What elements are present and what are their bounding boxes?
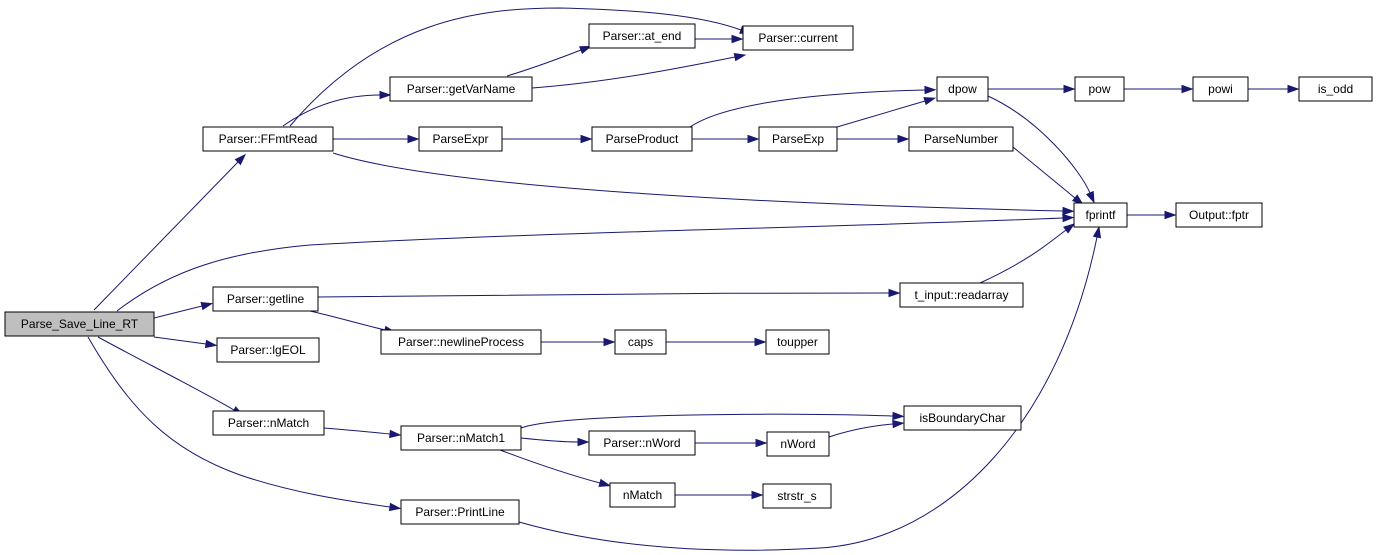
node-fprintf[interactable]: fprintf xyxy=(1073,202,1128,228)
node-is_odd[interactable]: is_odd xyxy=(1298,76,1373,102)
edge-parseexp-to-dpow xyxy=(836,97,937,128)
node-label: toupper xyxy=(777,335,818,349)
edge-getvarname-to-current xyxy=(531,52,747,89)
edge-parseexpr-to-parseproduct xyxy=(502,134,593,144)
node-lgeol[interactable]: Parser::lgEOL xyxy=(216,337,320,363)
node-label: Parser::newlineProcess xyxy=(398,335,524,349)
node-label: Parser::current xyxy=(758,31,838,45)
edge-parseexp-to-parsenumber xyxy=(837,134,910,144)
node-label: strstr_s xyxy=(777,489,816,503)
node-label: Parser::at_end xyxy=(603,29,682,43)
node-parseexpr[interactable]: ParseExpr xyxy=(418,126,503,152)
edge-nmatch1-to-isboundarychar xyxy=(520,411,905,429)
node-label: Parser::getline xyxy=(227,292,305,306)
node-label: ParseProduct xyxy=(606,132,679,146)
node-label: ParseNumber xyxy=(924,132,998,146)
edge-root-to-fprintf xyxy=(116,213,1075,312)
edge-root-to-getline xyxy=(153,302,214,319)
edge-at_end-to-current xyxy=(695,34,744,44)
node-label: Parser::nWord xyxy=(603,436,680,450)
node-at_end[interactable]: Parser::at_end xyxy=(588,23,696,49)
edge-nmatch1-to-nmatch xyxy=(499,449,612,487)
edge-nword_p-to-nword xyxy=(695,438,768,448)
node-dpow[interactable]: dpow xyxy=(936,76,989,102)
node-isboundarychar[interactable]: isBoundaryChar xyxy=(903,405,1022,431)
edge-ffmtread-to-parseexpr xyxy=(333,134,420,144)
edge-caps-to-toupper xyxy=(666,337,767,347)
node-printline[interactable]: Parser::PrintLine xyxy=(400,499,520,525)
node-nmatch1[interactable]: Parser::nMatch1 xyxy=(400,425,522,451)
node-pow[interactable]: pow xyxy=(1074,76,1125,102)
node-newlineprocess[interactable]: Parser::newlineProcess xyxy=(380,329,542,355)
edge-parseproduct-to-dpow xyxy=(689,85,937,128)
edge-root-to-lgeol xyxy=(153,336,218,349)
node-label: Parser::PrintLine xyxy=(415,505,505,519)
node-strstr_s[interactable]: strstr_s xyxy=(762,483,832,509)
node-parseproduct[interactable]: ParseProduct xyxy=(591,126,693,152)
node-nmatch[interactable]: nMatch xyxy=(609,482,676,508)
node-readarray[interactable]: t_input::readarray xyxy=(899,282,1024,308)
node-nword[interactable]: nWord xyxy=(766,431,830,457)
edge-nmatch1-to-nword_p xyxy=(520,437,590,447)
node-label: Parser::getVarName xyxy=(407,82,516,96)
node-ffmtread[interactable]: Parser::FFmtRead xyxy=(202,126,334,152)
edge-dpow-to-pow xyxy=(988,84,1076,94)
edge-root-to-ffmtread xyxy=(93,153,247,311)
edge-parsenumber-to-fprintf xyxy=(1012,146,1084,206)
edge-getvarname-to-at_end xyxy=(506,45,592,77)
node-nword_p[interactable]: Parser::nWord xyxy=(588,430,696,456)
node-label: Parser::FFmtRead xyxy=(219,132,318,146)
edge-powi-to-is_odd xyxy=(1248,84,1300,94)
node-label: Parser::nMatch1 xyxy=(417,431,505,445)
edge-fprintf-to-fptr xyxy=(1127,210,1177,220)
node-label: nWord xyxy=(780,437,815,451)
node-label: t_input::readarray xyxy=(914,288,1008,302)
node-getvarname[interactable]: Parser::getVarName xyxy=(389,76,533,102)
node-label: is_odd xyxy=(1318,82,1353,96)
node-label: caps xyxy=(628,335,653,349)
node-getline[interactable]: Parser::getline xyxy=(212,286,319,312)
node-toupper[interactable]: toupper xyxy=(765,329,830,355)
node-label: Parser::nMatch xyxy=(228,416,309,430)
node-powi[interactable]: powi xyxy=(1192,76,1249,102)
node-label: dpow xyxy=(948,82,977,96)
edge-readarray-to-fprintf xyxy=(979,223,1076,284)
node-label: Parse_Save_Line_RT xyxy=(21,317,139,331)
node-current[interactable]: Parser::current xyxy=(742,25,854,51)
node-label: pow xyxy=(1088,82,1110,96)
node-fptr[interactable]: Output::fptr xyxy=(1175,202,1263,228)
node-label: isBoundaryChar xyxy=(919,411,1005,425)
node-label: nMatch xyxy=(623,488,662,502)
node-label: ParseExp xyxy=(772,132,824,146)
node-nmatch_p[interactable]: Parser::nMatch xyxy=(212,410,325,436)
edge-pow-to-powi xyxy=(1124,84,1194,94)
nodes-layer: Parse_Save_Line_RTParser::FFmtReadParser… xyxy=(4,23,1373,525)
edge-root-to-printline xyxy=(87,336,402,512)
edge-nmatch-to-strstr_s xyxy=(675,490,764,500)
node-label: fprintf xyxy=(1085,208,1116,222)
node-root[interactable]: Parse_Save_Line_RT xyxy=(4,311,155,337)
edge-nword-to-isboundarychar xyxy=(828,419,905,438)
edge-ffmtread-to-getvarname xyxy=(282,90,392,127)
node-label: Output::fptr xyxy=(1189,208,1249,222)
node-label: powi xyxy=(1208,82,1233,96)
edge-getline-to-readarray xyxy=(317,288,901,298)
node-parseexp[interactable]: ParseExp xyxy=(758,126,838,152)
edge-nmatch_p-to-nmatch1 xyxy=(323,427,402,439)
node-label: Parser::lgEOL xyxy=(230,343,306,357)
node-caps[interactable]: caps xyxy=(614,329,667,355)
node-parsenumber[interactable]: ParseNumber xyxy=(908,126,1014,152)
edge-printline-to-fprintf xyxy=(518,225,1102,551)
edge-newlineprocess-to-caps xyxy=(541,337,616,347)
node-label: ParseExpr xyxy=(432,132,488,146)
edge-dpow-to-fprintf xyxy=(987,95,1095,204)
edge-parseproduct-to-parseexp xyxy=(692,134,760,144)
edge-ffmtread-to-fprintf xyxy=(332,152,1075,216)
